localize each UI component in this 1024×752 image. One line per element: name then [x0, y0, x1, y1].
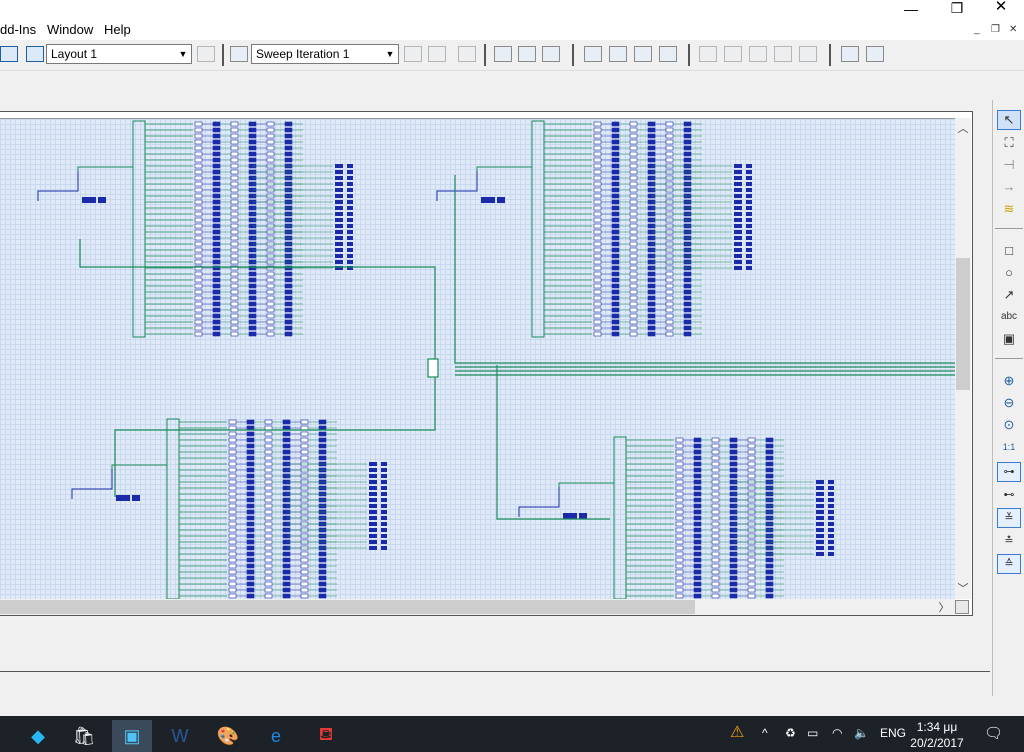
- restore-button[interactable]: ❐: [950, 0, 964, 16]
- drawing-palette: ↖ ⛶ ⊣ → ≋ □ ○ ↗ abc ▣ ⊕ ⊖ ⊙ 1:1 ⊶ ⊷ ≚ ≛ …: [992, 100, 1024, 696]
- probe-a-icon[interactable]: ≚: [997, 508, 1021, 528]
- volume-icon[interactable]: 🔈: [854, 726, 869, 740]
- layout-properties-icon[interactable]: [197, 46, 215, 62]
- module-bottom-left: [71, 418, 387, 600]
- module-top-left: [37, 120, 353, 338]
- layout-c-icon[interactable]: [634, 46, 652, 62]
- sweep-icon[interactable]: [230, 46, 248, 62]
- sort-icon[interactable]: [699, 46, 717, 62]
- zoom-view-icon[interactable]: [542, 46, 560, 62]
- text-tool-icon[interactable]: abc: [1000, 311, 1018, 322]
- edge-icon[interactable]: e: [270, 725, 281, 746]
- notification-badge-icon[interactable]: ⚠: [730, 724, 745, 741]
- app-icon[interactable]: ▣: [112, 720, 152, 752]
- scroll-up-icon[interactable]: ︿: [957, 123, 969, 135]
- action-center-icon[interactable]: 🗨: [984, 725, 1004, 742]
- zoom-in-icon[interactable]: ⊕: [1003, 373, 1015, 388]
- menu-add-ins[interactable]: dd-Ins: [0, 22, 37, 37]
- toolbar: Layout 1 ▼ Sweep Iteration 1 ▼: [0, 40, 1024, 71]
- kodi-icon[interactable]: ◆: [31, 725, 45, 746]
- taskbar: ◆ 🛍 ▣ W 🎨 e ⛾ ⚠ ^ ♻ ▭ ◠ 🔈 ENG 1:34 μμ 20…: [0, 716, 1024, 752]
- line-tool-icon[interactable]: ↗: [1003, 287, 1015, 302]
- print-icon[interactable]: [841, 46, 859, 62]
- rectangle-tool-icon[interactable]: □: [1005, 243, 1013, 258]
- language-indicator[interactable]: ENG: [880, 726, 907, 740]
- schematic-canvas[interactable]: [0, 118, 955, 600]
- layout-a-icon[interactable]: [584, 46, 602, 62]
- vertical-scroll-thumb[interactable]: [956, 258, 970, 390]
- navigator-icon[interactable]: [955, 600, 969, 614]
- clock-time[interactable]: 1:34 μμ: [916, 720, 958, 734]
- sweep-next-icon[interactable]: [428, 46, 446, 62]
- toolbar-separator: [688, 44, 690, 66]
- sweep-prev-icon[interactable]: [404, 46, 422, 62]
- palette-separator: [995, 228, 1023, 229]
- wire-right-icon[interactable]: →: [1002, 179, 1016, 194]
- image-tool-icon[interactable]: ▣: [1002, 331, 1016, 346]
- fit-view-icon[interactable]: [494, 46, 512, 62]
- chevron-down-icon: ▼: [385, 49, 395, 59]
- schematic-drawing: [37, 120, 955, 600]
- interconnect-wires: [79, 175, 955, 520]
- close-button[interactable]: ✕: [994, 0, 1008, 15]
- store-icon[interactable]: 🛍: [72, 725, 96, 746]
- menu-window[interactable]: Window: [47, 22, 94, 37]
- scroll-right-icon[interactable]: 〉: [938, 602, 950, 614]
- word-icon[interactable]: W: [171, 725, 189, 746]
- chevron-up-icon[interactable]: ^: [762, 726, 768, 740]
- ellipse-tool-icon[interactable]: ○: [1005, 265, 1013, 280]
- toolbar-separator: [829, 44, 831, 66]
- minimize-button[interactable]: —: [904, 1, 918, 17]
- mdi-close-icon[interactable]: ✕: [1009, 24, 1018, 35]
- tray-app-icon[interactable]: ♻: [785, 726, 796, 740]
- add-layout-icon[interactable]: [26, 46, 44, 62]
- module-top-right: [436, 120, 752, 338]
- connect-tool-icon[interactable]: ⊶: [997, 462, 1021, 482]
- palette-separator: [995, 358, 1023, 359]
- tool-d-icon[interactable]: [799, 46, 817, 62]
- zoom-out-icon[interactable]: ⊖: [1003, 395, 1015, 410]
- window-view-icon[interactable]: [518, 46, 536, 62]
- layout-select-value: Layout 1: [51, 47, 98, 61]
- module-bottom-right: [518, 436, 834, 600]
- tool-a-icon[interactable]: [724, 46, 742, 62]
- status-bar: [0, 671, 990, 697]
- toolbar-separator: [222, 44, 224, 66]
- pointer-tool-icon[interactable]: ↖: [997, 110, 1021, 130]
- clock-date[interactable]: 20/2/2017: [910, 736, 964, 750]
- zoom-fit-icon[interactable]: ⊙: [1003, 417, 1015, 432]
- menu-bar: dd-Ins Window Help — ❐ ✕ _ ❐ ✕: [0, 0, 1024, 40]
- sweep-select[interactable]: Sweep Iteration 1 ▼: [251, 44, 399, 64]
- scroll-down-icon[interactable]: ﹀: [957, 583, 969, 595]
- wire-left-icon[interactable]: ⊣: [1003, 157, 1015, 172]
- chevron-down-icon: ▼: [178, 49, 188, 59]
- align-tool-icon[interactable]: ⊷: [1003, 489, 1015, 501]
- select-area-icon[interactable]: ⛶: [1004, 135, 1014, 150]
- battery-icon[interactable]: ▭: [807, 726, 819, 740]
- horizontal-scroll-thumb[interactable]: [0, 600, 695, 614]
- tool-b-icon[interactable]: [749, 46, 767, 62]
- wifi-icon[interactable]: ◠: [832, 726, 843, 740]
- paint-icon[interactable]: 🎨: [216, 725, 240, 746]
- toolbar-separator: [484, 44, 486, 66]
- save-icon[interactable]: [866, 46, 884, 62]
- layout-select[interactable]: Layout 1 ▼: [46, 44, 192, 64]
- bus-icon[interactable]: ≋: [1003, 201, 1015, 216]
- toolbar-separator: [572, 44, 574, 66]
- pdf-icon[interactable]: ⛾: [318, 724, 334, 744]
- layout-d-icon[interactable]: [659, 46, 677, 62]
- probe-b-icon[interactable]: ≛: [1004, 535, 1014, 547]
- layout-b-icon[interactable]: [609, 46, 627, 62]
- tool-c-icon[interactable]: [774, 46, 792, 62]
- new-sheet-icon[interactable]: [0, 46, 18, 62]
- list-icon[interactable]: [458, 46, 476, 62]
- mdi-minimize-icon[interactable]: _: [974, 24, 980, 35]
- zoom-actual-icon[interactable]: 1:1: [1002, 442, 1016, 452]
- menu-help[interactable]: Help: [104, 22, 131, 37]
- probe-c-icon[interactable]: ≙: [997, 554, 1021, 574]
- sweep-select-value: Sweep Iteration 1: [256, 47, 350, 61]
- mdi-restore-icon[interactable]: ❐: [991, 24, 1000, 35]
